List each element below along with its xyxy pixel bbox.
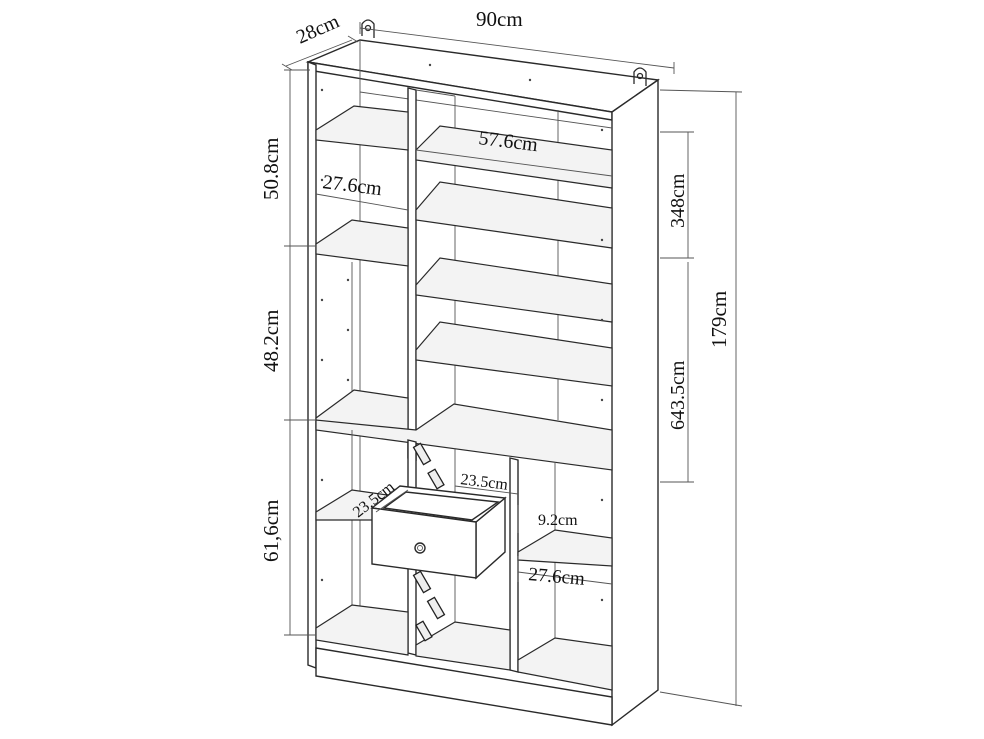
drawer-slides <box>412 442 446 642</box>
label-total-height: 179cm <box>707 291 731 348</box>
left-side-edge <box>307 60 317 670</box>
label-drawer-height: 9.2cm <box>538 512 578 529</box>
label-width: 90cm <box>476 7 523 31</box>
drawer-knob <box>414 542 426 554</box>
right-hang-bracket <box>633 67 647 86</box>
dimension-lines <box>281 22 743 707</box>
lower-divider-right <box>509 457 519 673</box>
center-shelf-2 <box>415 181 613 249</box>
center-shelf-1 <box>415 125 613 189</box>
label-depth: 28cm <box>293 10 343 48</box>
label-right-upper: 348cm <box>667 173 689 228</box>
center-shelf-3 <box>415 257 613 323</box>
lower-right-shelf <box>517 529 613 567</box>
label-top-height: 50.8cm <box>259 138 283 200</box>
center-divider-upper <box>407 87 417 461</box>
label-bottom-right-width: 27.6cm <box>528 564 586 590</box>
bottom-right-shelf <box>517 637 613 691</box>
bottom-left-shelf <box>315 604 409 656</box>
label-mid-height: 48.2cm <box>259 310 283 372</box>
left-shelf-2 <box>315 219 409 267</box>
left-hang-bracket <box>361 19 375 38</box>
center-shelf-4 <box>415 321 613 387</box>
label-inner-width-left: 27.6cm <box>321 171 383 200</box>
left-shelf-1 <box>315 105 409 151</box>
bottom-center-shelf <box>415 621 511 671</box>
label-bottom-height: 61,6cm <box>259 500 283 562</box>
right-side-panel <box>611 78 659 727</box>
drawer <box>370 485 507 580</box>
plinth <box>315 647 613 726</box>
drawer-front <box>371 507 477 579</box>
drawer-inner <box>382 491 500 521</box>
label-drawer-depth-right: 23.5cm <box>460 471 510 494</box>
shelf-pin-holes <box>320 63 604 602</box>
bookcase-body <box>305 19 660 727</box>
label-right-middle: 643.5cm <box>667 360 689 430</box>
